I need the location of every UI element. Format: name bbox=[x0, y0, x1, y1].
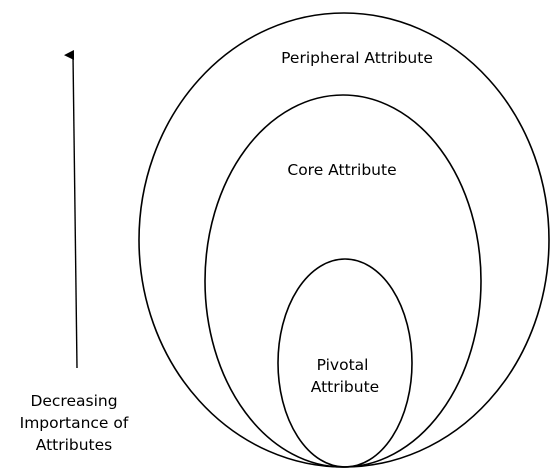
pivotal-attribute-label: Pivotal Attribute bbox=[311, 356, 379, 396]
pivotal-label-line-1: Pivotal bbox=[317, 356, 369, 374]
axis-label-line-2: Importance of bbox=[19, 414, 129, 432]
core-attribute-ellipse bbox=[204, 94, 482, 468]
importance-arrow bbox=[64, 49, 78, 369]
pivotal-attribute-ellipse bbox=[277, 258, 413, 468]
importance-axis-label: Decreasing Importance of Attributes bbox=[0, 390, 148, 456]
peripheral-attribute-ellipse bbox=[138, 12, 550, 468]
axis-label-line-3: Attributes bbox=[35, 436, 113, 454]
axis-label-line-1: Decreasing bbox=[30, 392, 118, 410]
peripheral-attribute-label: Peripheral Attribute bbox=[281, 49, 433, 67]
core-attribute-label: Core Attribute bbox=[287, 161, 396, 179]
pivotal-label-line-2: Attribute bbox=[311, 378, 379, 396]
